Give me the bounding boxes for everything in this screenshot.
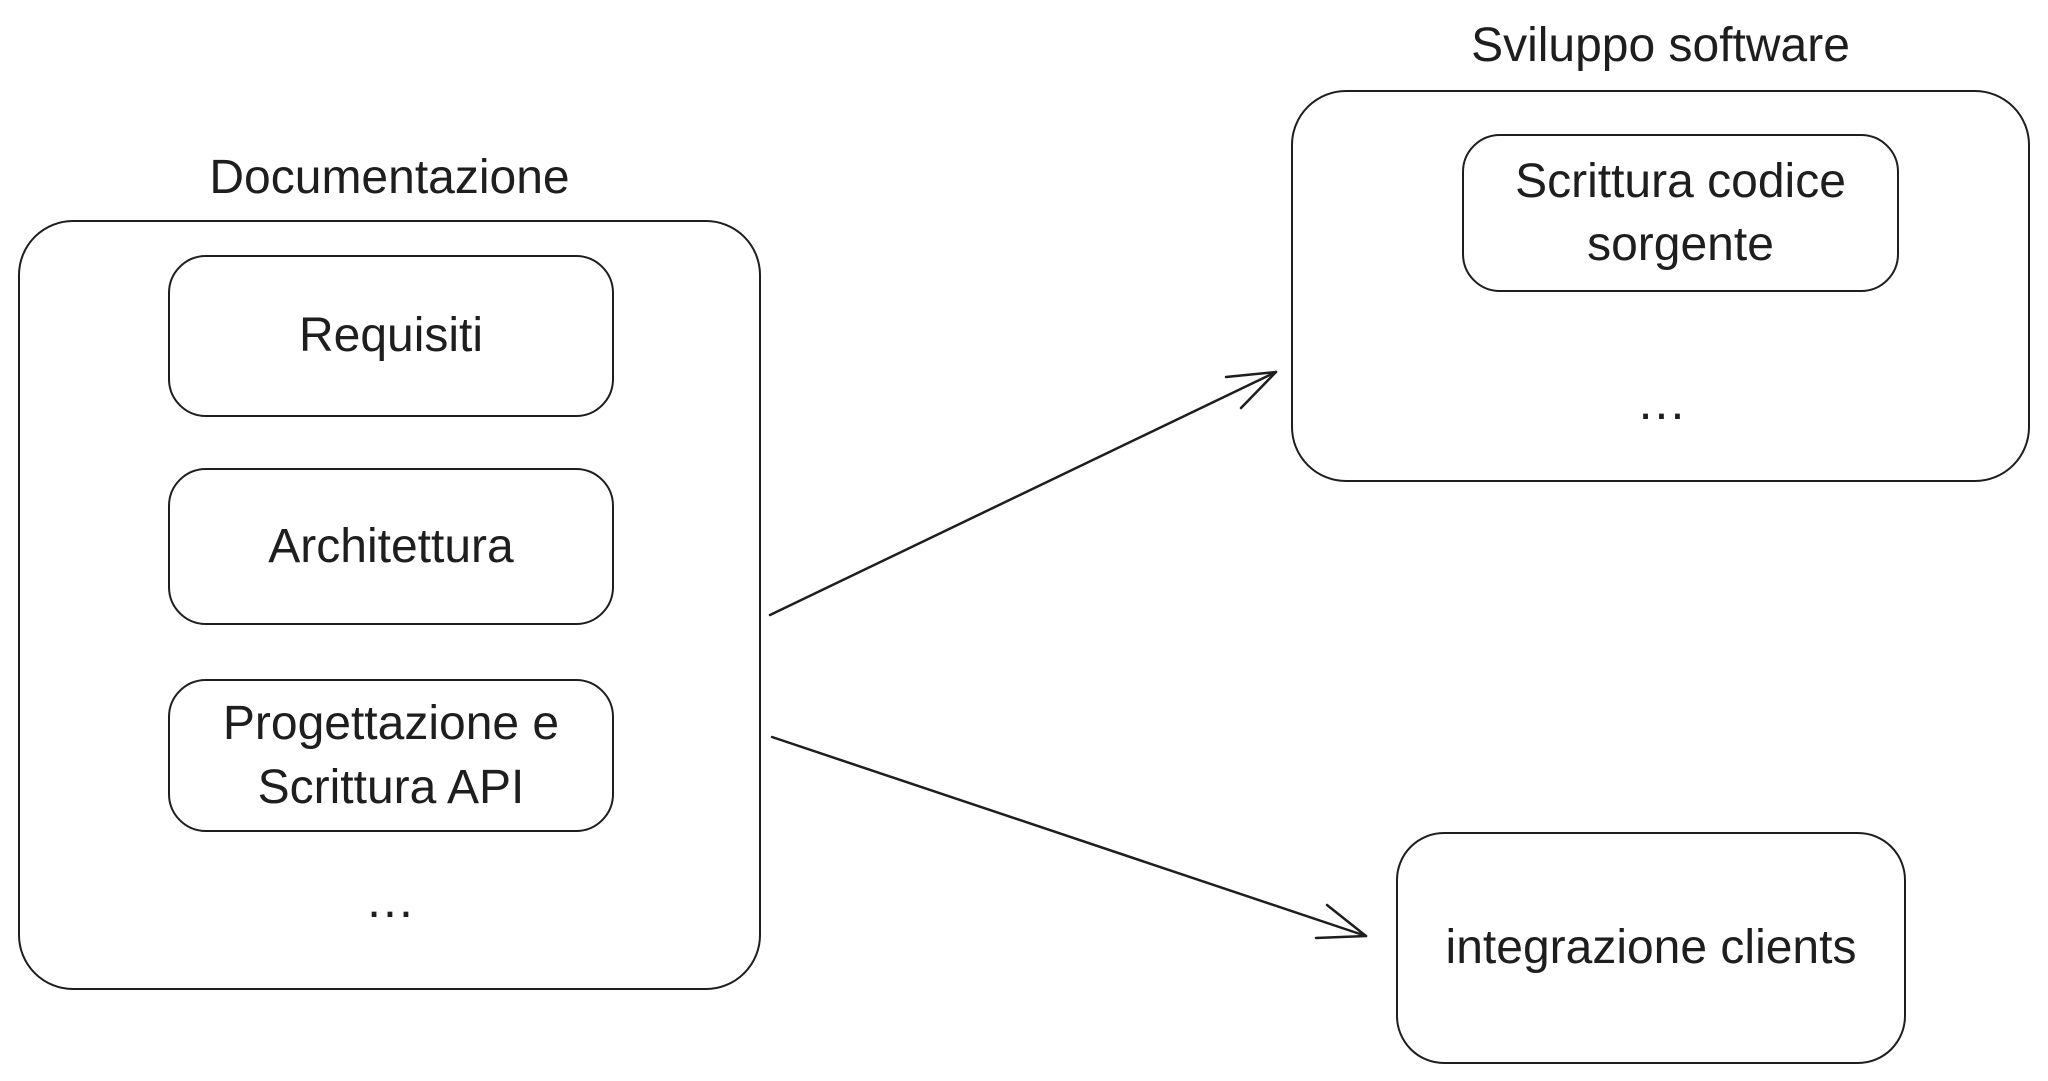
group-title-documentazione: Documentazione [209, 151, 570, 204]
arrowhead-barb [1325, 903, 1368, 938]
group-box-documentazione: Requisiti Architettura Progettazione e S… [18, 220, 761, 990]
edge-shaft [768, 370, 1278, 617]
ellipsis-documentazione: ... [367, 872, 415, 928]
edge-documentazione-to-integrazione-clients [770, 735, 1368, 940]
edge-shaft [770, 735, 1368, 938]
node-requisiti: Requisiti [168, 255, 614, 417]
group-title-sviluppo-software: Sviluppo software [1471, 19, 1850, 72]
arrowhead-barb [1314, 934, 1368, 940]
arrowhead-barb [1224, 370, 1278, 379]
group-box-sviluppo-software: Scrittura codice sorgente ... [1291, 90, 2030, 482]
arrowhead-barb [1239, 370, 1278, 410]
node-integrazione-clients: integrazione clients [1396, 832, 1906, 1064]
node-scrittura-codice-sorgente: Scrittura codice sorgente [1462, 134, 1899, 292]
node-progettazione-scrittura-api: Progettazione e Scrittura API [168, 679, 614, 832]
edge-documentazione-to-sviluppo-software [768, 370, 1278, 617]
node-architettura: Architettura [168, 468, 614, 625]
ellipsis-sviluppo-software: ... [1638, 374, 1687, 430]
